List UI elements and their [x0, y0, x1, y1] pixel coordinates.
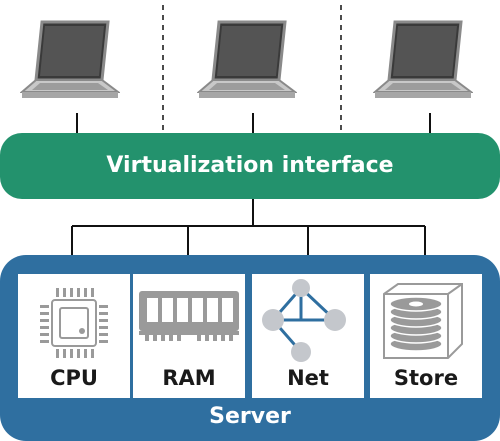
virtualization-interface-label: Virtualization interface [106, 153, 394, 178]
server-label: Server [209, 404, 291, 429]
store-label: Store [393, 366, 459, 390]
laptop-icon [20, 20, 120, 98]
disk-storage-icon [383, 283, 463, 359]
ram-label: RAM [162, 366, 216, 390]
ram-module-icon [139, 291, 239, 341]
cpu-label: CPU [50, 366, 98, 390]
laptop-icon [197, 20, 297, 98]
net-label: Net [287, 366, 329, 390]
virtualization-interface-bar [0, 133, 500, 199]
cpu-card [18, 274, 130, 398]
network-nodes-icon [262, 279, 346, 362]
laptop-icon [373, 20, 473, 98]
cpu-chip-icon [40, 288, 108, 358]
